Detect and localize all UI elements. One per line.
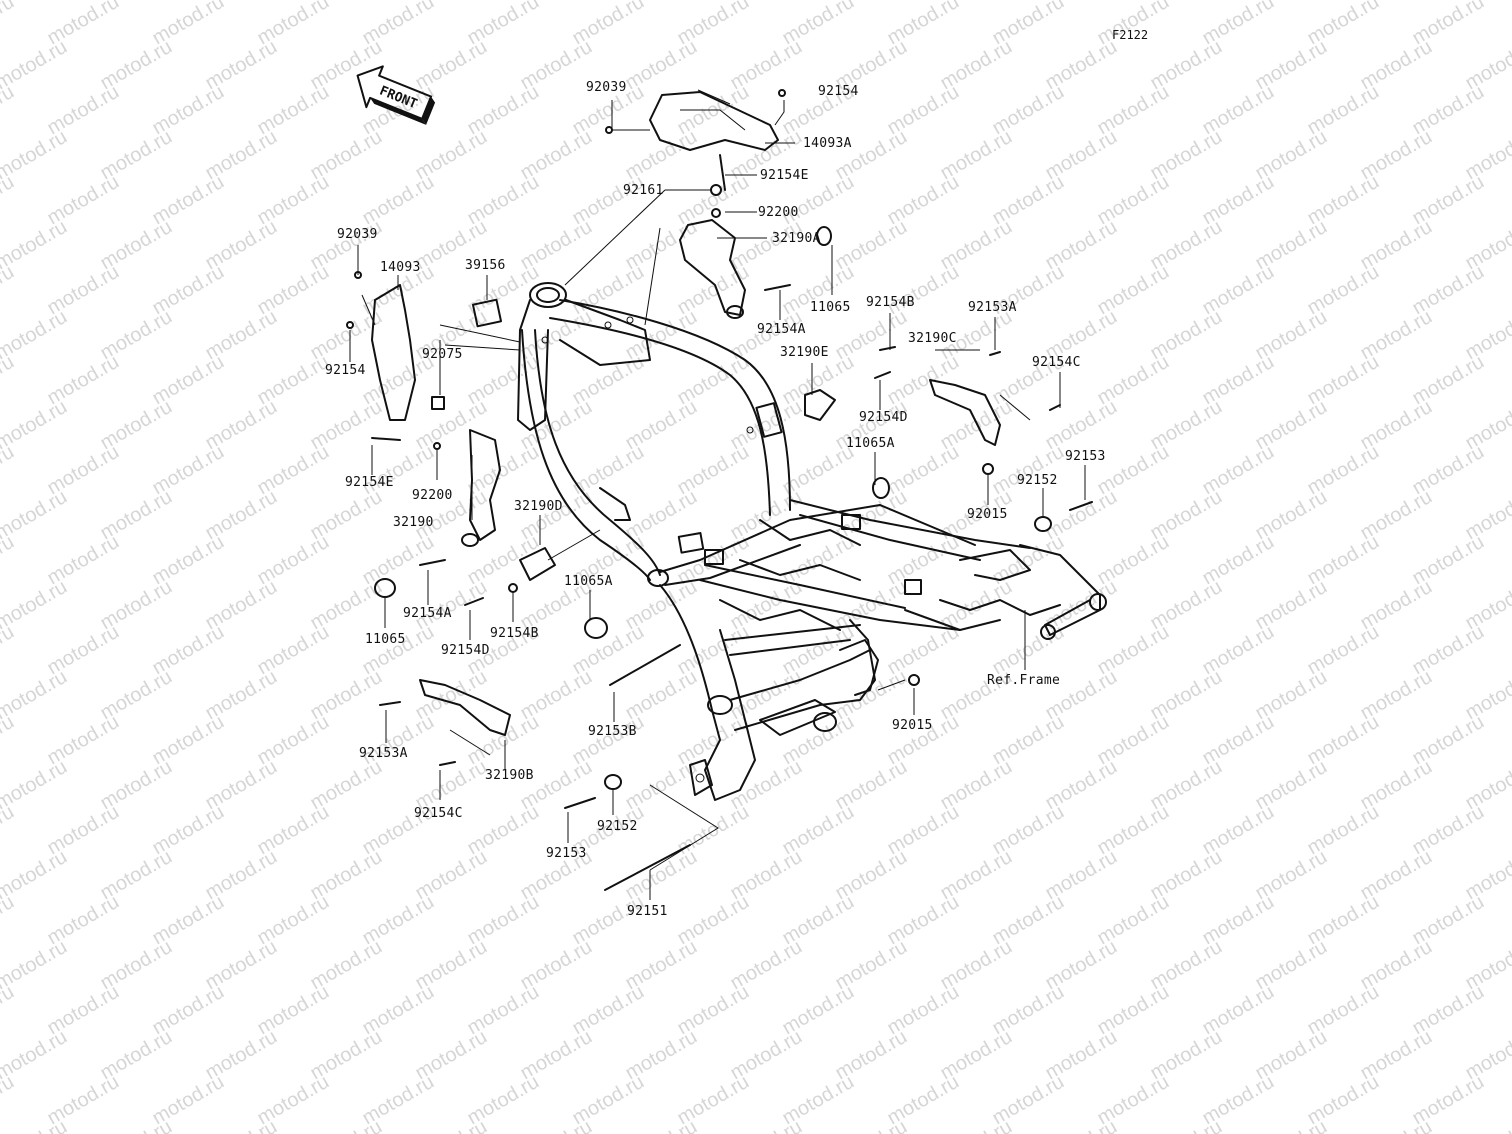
watermark-text: motod.ru (0, 801, 18, 860)
part-label[interactable]: 92154 (818, 84, 859, 99)
watermark-text: motod.ru (0, 0, 18, 49)
part-label[interactable]: 92200 (412, 488, 453, 503)
part-label[interactable]: 92152 (1017, 473, 1058, 488)
leader-lines (349, 89, 1086, 900)
part-label[interactable]: 92153A (359, 746, 408, 761)
part-label[interactable]: 92015 (967, 507, 1008, 522)
watermark-text: motod.ru (0, 1026, 71, 1085)
part-label[interactable]: 11065A (846, 436, 895, 451)
part-label[interactable]: 92153 (1065, 449, 1106, 464)
part-label[interactable]: 92153 (546, 846, 587, 861)
watermark-text: motod.ru (0, 1071, 18, 1130)
watermark-text: motod.ru (0, 81, 18, 140)
part-label[interactable]: 92154C (1032, 355, 1081, 370)
watermark-text: motod.ru (1147, 1116, 1226, 1134)
part-label[interactable]: 92154C (414, 806, 463, 821)
watermark-text: motod.ru (0, 981, 18, 1040)
part-label[interactable]: 92154E (760, 168, 809, 183)
part-label[interactable]: 32190E (780, 345, 829, 360)
part-label[interactable]: 11065 (365, 632, 406, 647)
watermark-text: motod.ru (97, 1116, 176, 1134)
watermark-text: motod.ru (1252, 1116, 1331, 1134)
part-label[interactable]: 92153B (588, 724, 637, 739)
watermark-text: motod.ru (412, 1116, 491, 1134)
watermark-text: motod.ru (622, 1116, 701, 1134)
part-label[interactable]: 92154A (757, 322, 806, 337)
watermark-text: motod.ru (0, 666, 71, 725)
exploded-parts (346, 89, 1093, 891)
part-label[interactable]: 92200 (758, 205, 799, 220)
part-label[interactable]: 92154E (345, 475, 394, 490)
watermark-text: motod.ru (202, 1116, 281, 1134)
part-label[interactable]: 32190C (908, 331, 957, 346)
watermark-text: motod.ru (1357, 1116, 1436, 1134)
watermark-text: motod.ru (0, 441, 18, 500)
watermark-text: motod.ru (937, 1116, 1016, 1134)
part-label[interactable]: 14093 (380, 260, 421, 275)
part-label[interactable]: 92154D (859, 410, 908, 425)
watermark-text: motod.ru (0, 621, 18, 680)
part-label[interactable]: 92161 (623, 183, 664, 198)
diagram-code: F2122 (1112, 28, 1149, 42)
part-label[interactable]: 92154 (325, 363, 366, 378)
watermark-text: motod.ru (0, 1116, 71, 1134)
watermark-text: motod.ru (0, 531, 18, 590)
watermark-text: motod.ru (0, 756, 71, 815)
part-label[interactable]: 11065 (810, 300, 851, 315)
part-label[interactable]: 14093A (803, 136, 852, 151)
part-label[interactable]: 32190A (772, 231, 821, 246)
front-arrow-icon: FRONT (356, 65, 436, 125)
watermark-text: motod.ru (0, 126, 71, 185)
watermark-text: motod.ru (0, 576, 71, 635)
part-label[interactable]: 39156 (465, 258, 506, 273)
part-label[interactable]: 92154B (490, 626, 539, 641)
watermark-text: motod.ru (517, 1116, 596, 1134)
part-label[interactable]: 11065A (564, 574, 613, 589)
watermark-text: motod.ru (0, 171, 18, 230)
watermark-text: motod.ru (0, 351, 18, 410)
watermark-text: motod.ru (0, 936, 71, 995)
frame-assembly (517, 282, 1107, 801)
part-label[interactable]: 92153A (968, 300, 1017, 315)
watermark-text: motod.ru (0, 711, 18, 770)
watermark-text: motod.ru (307, 1116, 386, 1134)
part-label[interactable]: 92154D (441, 643, 490, 658)
part-label[interactable]: 92152 (597, 819, 638, 834)
part-label[interactable]: 32190B (485, 768, 534, 783)
part-label[interactable]: 92015 (892, 718, 933, 733)
watermark-text: motod.ru (0, 261, 18, 320)
part-label[interactable]: 92075 (422, 347, 463, 362)
part-label[interactable]: 92154A (403, 606, 452, 621)
watermark-text: motod.ru (832, 1116, 911, 1134)
watermark-text: motod.ru (0, 486, 71, 545)
ref-frame-label: Ref.Frame (987, 673, 1061, 688)
watermark-text: motod.ru (0, 846, 71, 905)
watermark-text: motod.ru (1462, 1116, 1512, 1134)
part-label[interactable]: 92151 (627, 904, 668, 919)
watermark-text: motod.ru (0, 891, 18, 950)
watermark-text: motod.ru (0, 36, 71, 95)
part-label[interactable]: 92039 (337, 227, 378, 242)
watermark-text: motod.ru (0, 306, 71, 365)
part-label[interactable]: 92039 (586, 80, 627, 95)
part-label[interactable]: 92154B (866, 295, 915, 310)
watermark-text: motod.ru (1042, 1116, 1121, 1134)
watermark-text: motod.ru (0, 396, 71, 455)
watermark-text: motod.ru (727, 1116, 806, 1134)
part-label[interactable]: 32190D (514, 499, 563, 514)
watermark-text: motod.ru (0, 216, 71, 275)
part-label[interactable]: 32190 (393, 515, 434, 530)
